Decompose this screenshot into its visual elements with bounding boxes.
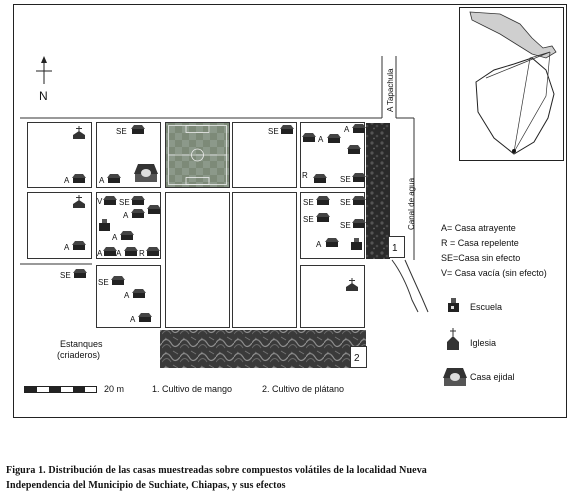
canal-label: Canal de agua [407,177,416,230]
house-icon [352,196,366,205]
plot-box-2 [350,346,367,368]
house-label: V [97,197,103,206]
house-label: A [124,291,130,300]
plot-number-1: 1 [392,243,398,254]
house-label: SE [340,198,351,207]
house-icons [72,124,366,322]
house-label: A [318,135,324,144]
house-icon [73,269,87,278]
house-icon [316,196,330,205]
house-label: SE [268,127,279,136]
legend-ejido-label: Casa ejidal [470,372,515,382]
house-icon [131,209,145,218]
church-icon [73,126,85,139]
house-label: A [123,211,129,220]
school-icon [351,238,362,250]
church-icon [447,328,459,350]
house-label: SE [119,198,130,207]
plot-box-1 [388,236,405,258]
house-icon [72,241,86,250]
north-arrow: N [36,56,52,103]
house-label: A [97,249,103,258]
house-label: A [99,176,105,185]
crop-label-banana: 2. Cultivo de plátano [262,384,344,394]
legend: A= Casa atrayente R = Casa repelente SE=… [441,223,547,386]
school-icon [99,219,110,231]
school-icon [448,298,459,312]
legend-code-se: SE=Casa sin efecto [441,253,520,263]
house-label: A [64,176,70,185]
house-label: A [316,240,322,249]
house-label: A [64,243,70,252]
house-icon [352,124,366,133]
house-icon [111,276,125,285]
house-label: SE [303,198,314,207]
house-icon [352,219,366,228]
north-label: N [39,89,48,103]
map-frame [13,4,567,418]
caption-line-2: Independencia del Municipio de Suchiate,… [6,480,286,491]
plot-number-2: 2 [354,353,360,364]
house-icon [103,247,117,256]
legend-code-r: R = Casa repelente [441,238,519,248]
house-icon [352,173,366,182]
house-label: A [116,249,122,258]
inset-map [459,7,564,161]
house-icon [103,196,117,205]
ejido-house-icon [443,368,467,386]
church-icon [346,278,358,291]
house-icon [120,231,134,240]
legend-code-v: V= Casa vacía (sin efecto) [441,268,547,278]
mango-plantation [366,123,390,259]
house-icon [302,133,316,142]
house-icon [138,313,152,322]
crop-label-mango: 1. Cultivo de mango [152,384,232,394]
house-icon [131,125,145,134]
banana-plantation [160,330,366,368]
map-canvas: N A Tapachula 1 Canal [13,4,567,418]
house-label: SE [98,278,109,287]
house-label: R [302,171,308,180]
house-icon [147,205,161,214]
legend-school-label: Escuela [470,302,502,312]
house-icon [146,247,160,256]
legend-code-a: A= Casa atrayente [441,223,516,233]
house-label: SE [340,221,351,230]
scale-label: 20 m [104,384,124,394]
house-labels: A SE A SE A A R SE A V SE A A A A R SE S… [60,125,351,324]
ponds-label: Estanques [60,339,103,349]
house-label: SE [60,271,71,280]
house-icon [347,145,361,154]
house-icon [132,289,146,298]
legend-church-label: Iglesia [470,338,496,348]
house-icon [107,174,121,183]
house-label: A [112,233,118,242]
ejido-house-icon [134,164,158,182]
house-icon [280,125,294,134]
house-label: A [130,315,136,324]
house-icon [131,196,145,205]
house-label: SE [303,215,314,224]
scale-bar [24,386,97,393]
soccer-field [166,123,229,187]
house-label: SE [340,175,351,184]
house-label: SE [116,127,127,136]
house-icon [325,238,339,247]
house-icon [313,174,327,183]
caption-line-1: Figura 1. Distribución de las casas mues… [6,465,427,476]
house-label: A [344,125,350,134]
house-icon [316,213,330,222]
figure-caption: Figura 1. Distribución de las casas mues… [6,463,576,493]
house-icon [327,134,341,143]
house-icon [72,174,86,183]
roads [20,56,429,313]
ponds-sublabel: (criaderos) [57,350,100,360]
church-icon [73,195,85,208]
road-label-tapachula: A Tapachula [386,68,395,112]
blocks [20,122,365,328]
house-icon [124,247,138,256]
house-label: R [139,249,145,258]
